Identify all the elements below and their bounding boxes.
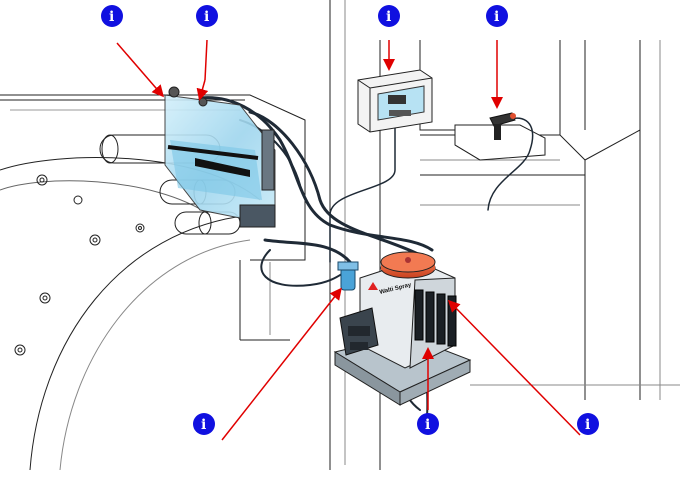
spray-bar-panel (164, 86, 276, 228)
arrow-spray-bar (116, 42, 164, 98)
arrow-pump-unit (447, 299, 581, 436)
spray-gun (489, 112, 516, 140)
info-hotspot-spray-gun[interactable]: i (486, 5, 508, 27)
info-hotspot-spray-bar-connection[interactable]: i (196, 5, 218, 27)
info-hotspot-control-box[interactable]: i (378, 5, 400, 27)
info-glyph: i (109, 9, 114, 25)
pump-unit: Walti Spray (333, 251, 472, 406)
info-hotspot-pump-hoses[interactable]: i (417, 413, 439, 435)
info-glyph: i (585, 417, 590, 433)
info-hotspot-filter[interactable]: i (193, 413, 215, 435)
info-glyph: i (494, 9, 499, 25)
arrow-filter (221, 287, 342, 441)
info-hotspot-spray-bar[interactable]: i (101, 5, 123, 27)
arrow-spray-bar-connection-a (204, 39, 208, 81)
control-box (357, 69, 433, 133)
info-glyph: i (201, 417, 206, 433)
info-glyph: i (386, 9, 391, 25)
info-glyph: i (204, 9, 209, 25)
leader-arrows (116, 39, 581, 441)
info-glyph: i (425, 417, 430, 433)
arrow-spray-bar-connection-b (196, 79, 209, 101)
info-hotspot-pump-unit[interactable]: i (577, 413, 599, 435)
